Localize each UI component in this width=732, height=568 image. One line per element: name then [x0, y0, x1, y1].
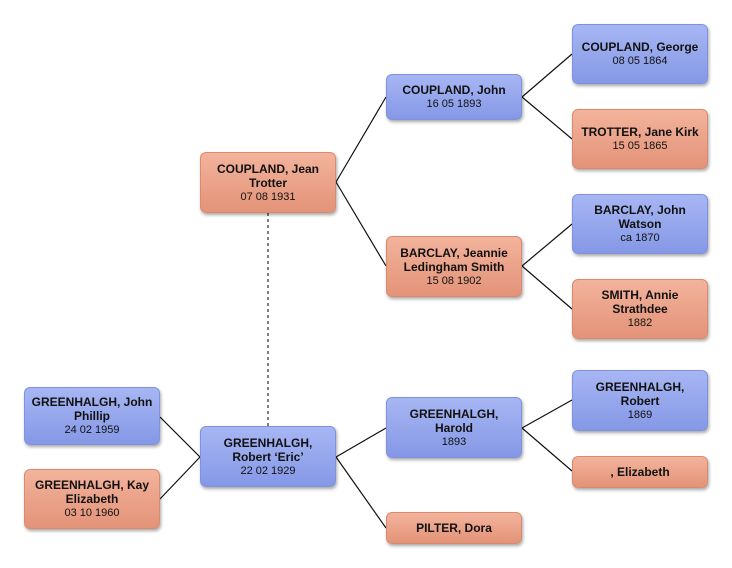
person-name: COUPLAND, Jean Trotter	[216, 161, 320, 190]
person-robert-eric-greenhalgh[interactable]: GREENHALGH, Robert ‘Eric’ 22 02 1929	[200, 426, 336, 487]
person-date: 24 02 1959	[64, 424, 120, 436]
person-george-coupland[interactable]: COUPLAND, George 08 05 1864	[572, 24, 708, 84]
person-john-phillip-greenhalgh[interactable]: GREENHALGH, John Phillip 24 02 1959	[24, 387, 160, 445]
person-name: PILTER, Dora	[416, 521, 492, 535]
person-name: GREENHALGH, Robert ‘Eric’	[223, 435, 313, 464]
person-annie-strathdee-smith[interactable]: SMITH, Annie Strathdee 1882	[572, 279, 708, 339]
person-date: 22 02 1929	[240, 464, 296, 477]
connector-line	[521, 265, 573, 310]
person-name: GREENHALGH, John Phillip	[31, 395, 153, 423]
connector-line	[335, 96, 387, 183]
person-jeannie-ledingham-smith-barclay[interactable]: BARCLAY, Jeannie Ledingham Smith 15 08 1…	[386, 236, 522, 297]
person-date: 07 08 1931	[240, 190, 296, 203]
connector-line	[335, 456, 387, 529]
person-name: COUPLAND, John	[402, 83, 506, 97]
person-date: 15 08 1902	[426, 274, 482, 287]
connector-line	[335, 181, 387, 267]
connector-line	[335, 427, 387, 458]
person-name: GREENHALGH, Kay Elizabeth	[34, 478, 150, 506]
person-date: 1893	[441, 435, 467, 448]
person-date: 16 05 1893	[426, 98, 482, 110]
person-jane-kirk-trotter[interactable]: TROTTER, Jane Kirk 15 05 1865	[572, 109, 708, 169]
person-john-watson-barclay[interactable]: BARCLAY, John Watson ca 1870	[572, 194, 708, 254]
person-name: BARCLAY, Jeannie Ledingham Smith	[400, 245, 508, 274]
person-name: TROTTER, Jane Kirk	[581, 125, 699, 139]
person-name: SMITH, Annie Strathdee	[601, 288, 679, 316]
person-date: 08 05 1864	[612, 55, 668, 67]
connector-line	[159, 456, 201, 500]
person-john-coupland[interactable]: COUPLAND, John 16 05 1893	[386, 74, 522, 120]
connector-line	[521, 223, 573, 267]
person-harold-greenhalgh[interactable]: GREENHALGH, Harold 1893	[386, 397, 522, 458]
person-date: 1869	[627, 408, 653, 421]
person-date: ca 1870	[620, 232, 660, 244]
person-name: BARCLAY, John Watson	[594, 203, 686, 231]
connector-line	[521, 96, 573, 140]
connector-line	[521, 427, 573, 472]
person-name: , Elizabeth	[610, 465, 670, 479]
person-robert-greenhalgh[interactable]: GREENHALGH, Robert 1869	[572, 370, 708, 431]
person-dora-pilter[interactable]: PILTER, Dora	[386, 512, 522, 544]
person-name: GREENHALGH, Robert	[595, 379, 685, 408]
connector-line	[521, 53, 573, 98]
person-date: 15 05 1865	[612, 140, 668, 152]
person-date: 03 10 1960	[64, 507, 120, 519]
person-kay-elizabeth-greenhalgh[interactable]: GREENHALGH, Kay Elizabeth 03 10 1960	[24, 469, 160, 529]
person-elizabeth[interactable]: , Elizabeth	[572, 456, 708, 488]
person-jean-trotter-coupland[interactable]: COUPLAND, Jean Trotter 07 08 1931	[200, 152, 336, 213]
connector-line	[159, 416, 201, 458]
person-name: COUPLAND, George	[581, 40, 699, 54]
person-name: GREENHALGH, Harold	[409, 406, 499, 435]
person-date: 1882	[627, 317, 653, 329]
connector-line	[521, 399, 573, 429]
